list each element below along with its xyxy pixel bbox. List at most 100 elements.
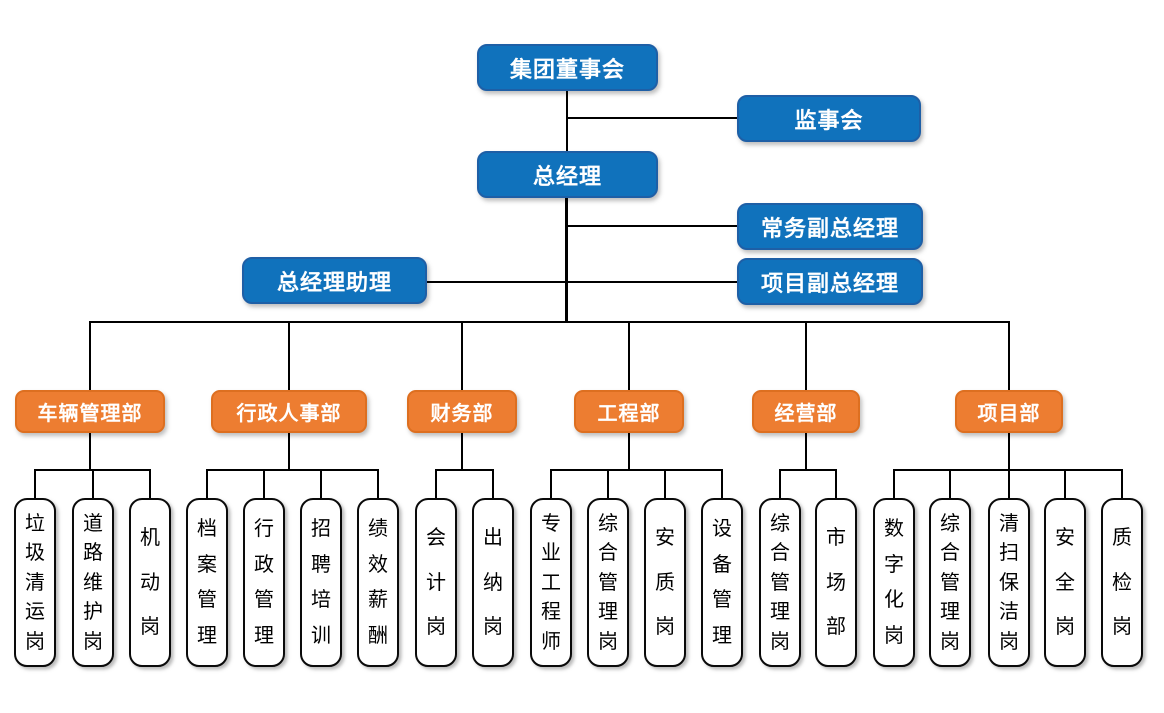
connector-line bbox=[949, 469, 951, 498]
connector-line bbox=[461, 433, 463, 470]
connector-line bbox=[288, 433, 290, 470]
position-box: 绩效薪酬 bbox=[357, 498, 399, 667]
position-box: 设备管理 bbox=[701, 498, 743, 667]
position-label: 道路维护岗 bbox=[83, 512, 103, 653]
position-label: 综合管理岗 bbox=[770, 512, 790, 653]
dept-label: 经营部 bbox=[774, 403, 838, 425]
connector-line bbox=[805, 321, 807, 390]
box-general-manager: 总经理 bbox=[477, 151, 658, 198]
connector-line bbox=[664, 469, 666, 498]
box-deputy-gm-executive-label: 常务副总经理 bbox=[760, 215, 899, 241]
position-label: 会计岗 bbox=[426, 527, 446, 638]
connector-line bbox=[427, 281, 737, 283]
dept-box-engineering: 工程部 bbox=[574, 390, 684, 433]
connector-line bbox=[779, 469, 781, 498]
position-label: 综合管理岗 bbox=[940, 512, 960, 653]
connector-line bbox=[492, 469, 494, 498]
dept-label: 工程部 bbox=[597, 403, 661, 425]
position-box: 垃圾清运岗 bbox=[14, 498, 56, 667]
connector-line bbox=[835, 469, 837, 498]
dept-box-admin-hr: 行政人事部 bbox=[211, 390, 367, 433]
position-label: 档案管理 bbox=[197, 518, 217, 647]
connector-line bbox=[550, 469, 552, 498]
connector-line bbox=[288, 321, 290, 390]
connector-line bbox=[92, 469, 94, 498]
position-label: 机动岗 bbox=[140, 527, 160, 638]
position-box: 会计岗 bbox=[415, 498, 457, 667]
position-label: 专业工程师 bbox=[541, 512, 561, 653]
position-box: 出纳岗 bbox=[472, 498, 514, 667]
box-deputy-gm-project: 项目副总经理 bbox=[737, 258, 923, 305]
connector-line bbox=[607, 469, 609, 498]
connector-line bbox=[435, 469, 437, 498]
connector-line bbox=[805, 433, 807, 470]
dept-box-operations: 经营部 bbox=[752, 390, 860, 433]
position-box: 招聘培训 bbox=[300, 498, 342, 667]
connector-line bbox=[461, 321, 463, 390]
position-label: 质检岗 bbox=[1112, 527, 1132, 638]
connector-line bbox=[89, 321, 1010, 323]
position-box: 机动岗 bbox=[129, 498, 171, 667]
connector-line bbox=[149, 469, 151, 498]
position-label: 清扫保洁岗 bbox=[999, 512, 1019, 653]
position-label: 绩效薪酬 bbox=[368, 518, 388, 647]
position-label: 出纳岗 bbox=[483, 527, 503, 638]
position-box: 数字化岗 bbox=[873, 498, 915, 667]
box-group-board: 集团董事会 bbox=[477, 44, 658, 91]
position-label: 招聘培训 bbox=[311, 518, 331, 647]
box-general-manager-label: 总经理 bbox=[532, 163, 602, 189]
position-label: 安全岗 bbox=[1055, 527, 1075, 638]
dept-label: 行政人事部 bbox=[236, 403, 342, 425]
connector-line bbox=[34, 469, 36, 498]
connector-line bbox=[893, 469, 895, 498]
box-supervisory-board: 监事会 bbox=[737, 95, 921, 142]
position-box: 清扫保洁岗 bbox=[988, 498, 1030, 667]
connector-line bbox=[206, 469, 379, 471]
box-deputy-gm-project-label: 项目副总经理 bbox=[760, 270, 899, 296]
connector-line bbox=[263, 469, 265, 498]
connector-line bbox=[89, 321, 91, 390]
connector-line bbox=[1008, 469, 1010, 498]
box-group-board-label: 集团董事会 bbox=[509, 56, 625, 82]
connector-line bbox=[721, 469, 723, 498]
position-box: 综合管理岗 bbox=[587, 498, 629, 667]
connector-line bbox=[1064, 469, 1066, 498]
connector-line bbox=[320, 469, 322, 498]
connector-line bbox=[628, 321, 630, 390]
connector-line bbox=[435, 469, 494, 471]
connector-line bbox=[567, 117, 737, 119]
connector-line bbox=[1008, 433, 1010, 470]
position-box: 综合管理岗 bbox=[929, 498, 971, 667]
position-box: 专业工程师 bbox=[530, 498, 572, 667]
position-label: 安质岗 bbox=[655, 527, 675, 638]
dept-box-project: 项目部 bbox=[955, 390, 1063, 433]
connector-line bbox=[565, 198, 568, 322]
box-gm-assistant: 总经理助理 bbox=[242, 257, 427, 304]
dept-label: 车辆管理部 bbox=[37, 403, 143, 425]
dept-label: 项目部 bbox=[977, 403, 1041, 425]
position-box: 档案管理 bbox=[186, 498, 228, 667]
position-label: 市场部 bbox=[826, 527, 846, 638]
position-label: 数字化岗 bbox=[884, 518, 904, 647]
box-supervisory-board-label: 监事会 bbox=[794, 107, 864, 133]
position-box: 行政管理 bbox=[243, 498, 285, 667]
connector-line bbox=[206, 469, 208, 498]
connector-line bbox=[779, 469, 837, 471]
connector-line bbox=[566, 91, 568, 151]
position-box: 安全岗 bbox=[1044, 498, 1086, 667]
connector-line bbox=[89, 433, 91, 470]
position-box: 质检岗 bbox=[1101, 498, 1143, 667]
connector-line bbox=[567, 225, 737, 227]
position-label: 行政管理 bbox=[254, 518, 274, 647]
connector-line bbox=[628, 433, 630, 470]
dept-box-finance: 财务部 bbox=[407, 390, 517, 433]
position-label: 垃圾清运岗 bbox=[25, 512, 45, 653]
connector-line bbox=[1008, 321, 1010, 390]
position-box: 市场部 bbox=[815, 498, 857, 667]
position-label: 综合管理岗 bbox=[598, 512, 618, 653]
position-box: 道路维护岗 bbox=[72, 498, 114, 667]
connector-line bbox=[550, 469, 723, 471]
box-deputy-gm-executive: 常务副总经理 bbox=[737, 203, 923, 250]
box-gm-assistant-label: 总经理助理 bbox=[276, 269, 392, 295]
